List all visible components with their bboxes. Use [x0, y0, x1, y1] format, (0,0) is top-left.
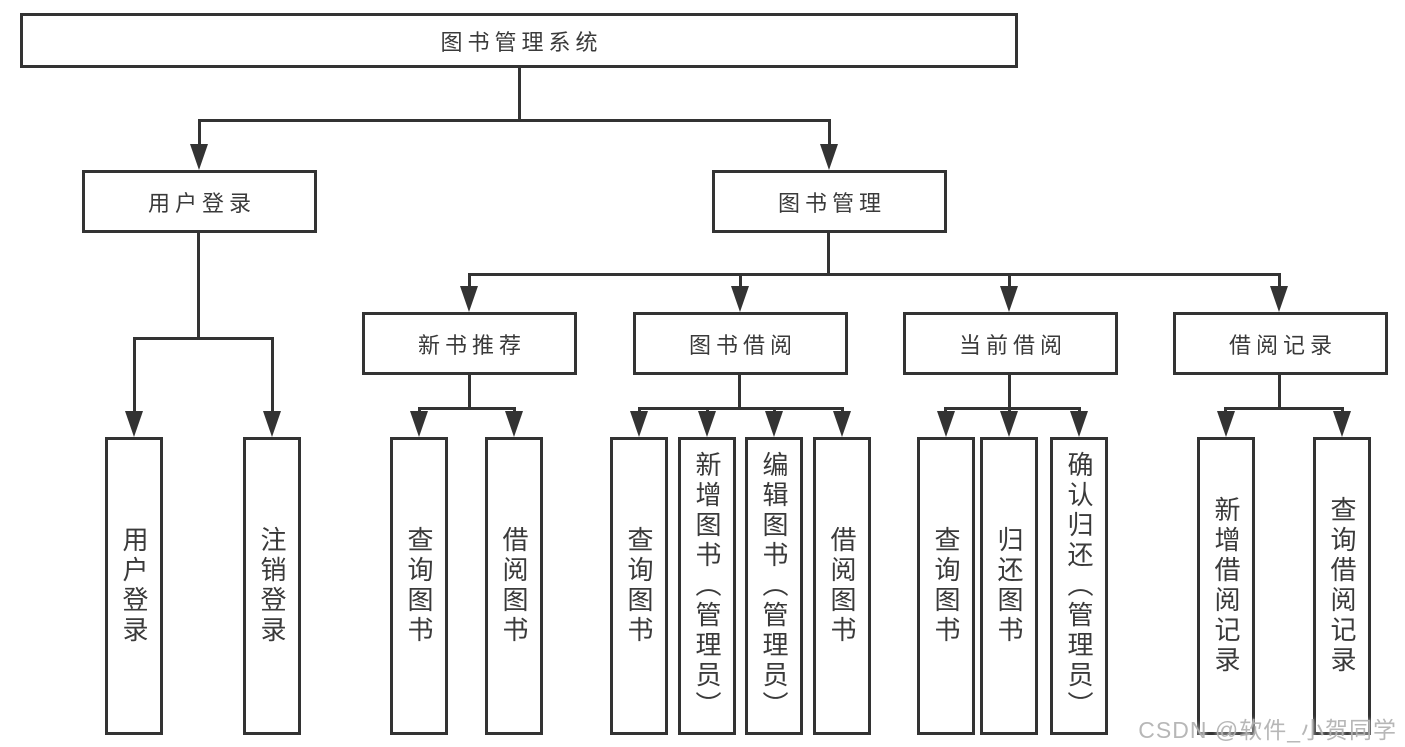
- leaf-borrow-books-2-label: 借阅图书: [827, 526, 857, 646]
- leaf-borrow-books-1: 借阅图书: [485, 437, 543, 735]
- connector-line: [518, 68, 521, 122]
- leaf-edit-book-admin-label: 编辑图书（管理员）: [759, 451, 789, 721]
- connector-line: [638, 407, 641, 413]
- node-book-management: 图书管理: [712, 170, 947, 233]
- connector-line: [418, 407, 516, 410]
- connector-line: [706, 407, 709, 413]
- connector-line: [944, 407, 947, 413]
- node-new-book-recommend: 新书推荐: [362, 312, 577, 375]
- connector-line: [1278, 273, 1281, 288]
- connector-line: [198, 119, 201, 147]
- arrowhead-down-icon: [833, 411, 851, 437]
- connector-line: [773, 407, 776, 413]
- connector-line: [513, 407, 516, 413]
- leaf-add-borrow-record: 新增借阅记录: [1197, 437, 1255, 735]
- connector-line: [638, 407, 844, 410]
- connector-line: [841, 407, 844, 413]
- leaf-query-borrow-record-label: 查询借阅记录: [1327, 496, 1357, 676]
- leaf-user-login-label: 用户登录: [119, 526, 149, 646]
- arrowhead-down-icon: [125, 411, 143, 437]
- node-book-management-label: 图书管理: [777, 190, 886, 216]
- connector-line: [1278, 375, 1281, 410]
- arrowhead-down-icon: [937, 411, 955, 437]
- connector-line: [133, 337, 136, 413]
- arrowhead-down-icon: [1000, 286, 1018, 312]
- node-user-login: 用户登录: [82, 170, 317, 233]
- node-book-borrow: 图书借阅: [633, 312, 848, 375]
- arrowhead-down-icon: [731, 286, 749, 312]
- node-new-book-recommend-label: 新书推荐: [417, 332, 526, 358]
- leaf-return-book: 归还图书: [980, 437, 1038, 735]
- node-borrow-records: 借阅记录: [1173, 312, 1388, 375]
- connector-line: [468, 375, 471, 410]
- connector-line: [418, 407, 421, 413]
- arrowhead-down-icon: [410, 411, 428, 437]
- arrowhead-down-icon: [698, 411, 716, 437]
- arrowhead-down-icon: [190, 144, 208, 170]
- leaf-query-borrow-record: 查询借阅记录: [1313, 437, 1371, 735]
- arrowhead-down-icon: [1070, 411, 1088, 437]
- connector-line: [1008, 407, 1011, 413]
- connector-line: [944, 407, 1081, 410]
- node-book-borrow-label: 图书借阅: [688, 332, 797, 358]
- connector-line: [828, 119, 831, 147]
- leaf-query-books-1-label: 查询图书: [404, 526, 434, 646]
- connector-line: [198, 119, 831, 122]
- arrowhead-down-icon: [765, 411, 783, 437]
- arrowhead-down-icon: [1333, 411, 1351, 437]
- leaf-borrow-books-1-label: 借阅图书: [499, 526, 529, 646]
- leaf-add-borrow-record-label: 新增借阅记录: [1211, 496, 1241, 676]
- connector-line: [1341, 407, 1344, 413]
- leaf-query-books-1: 查询图书: [390, 437, 448, 735]
- leaf-borrow-books-2: 借阅图书: [813, 437, 871, 735]
- arrowhead-down-icon: [1217, 411, 1235, 437]
- connector-line: [1008, 375, 1011, 410]
- leaf-add-book-admin: 新增图书（管理员）: [678, 437, 736, 735]
- connector-line: [133, 337, 274, 340]
- arrowhead-down-icon: [1000, 411, 1018, 437]
- node-user-login-label: 用户登录: [147, 190, 256, 216]
- leaf-query-books-3-label: 查询图书: [931, 526, 961, 646]
- connector-line: [1224, 407, 1227, 413]
- arrowhead-down-icon: [820, 144, 838, 170]
- arrowhead-down-icon: [460, 286, 478, 312]
- arrowhead-down-icon: [630, 411, 648, 437]
- connector-line: [1224, 407, 1344, 410]
- leaf-edit-book-admin: 编辑图书（管理员）: [745, 437, 803, 735]
- arrowhead-down-icon: [1270, 286, 1288, 312]
- node-current-borrow: 当前借阅: [903, 312, 1118, 375]
- arrowhead-down-icon: [505, 411, 523, 437]
- csdn-watermark: CSDN @软件_小贺同学: [1138, 717, 1397, 743]
- connector-line: [197, 232, 200, 340]
- connector-line: [271, 337, 274, 413]
- connector-line: [827, 233, 830, 276]
- arrowhead-down-icon: [263, 411, 281, 437]
- node-root: 图书管理系统: [20, 13, 1018, 68]
- connector-line: [1008, 273, 1011, 288]
- leaf-user-login: 用户登录: [105, 437, 163, 735]
- leaf-query-books-2-label: 查询图书: [624, 526, 654, 646]
- connector-line: [468, 273, 1281, 276]
- node-borrow-records-label: 借阅记录: [1228, 332, 1337, 358]
- node-current-borrow-label: 当前借阅: [958, 332, 1067, 358]
- connector-line: [1078, 407, 1081, 413]
- leaf-logout: 注销登录: [243, 437, 301, 735]
- leaf-logout-label: 注销登录: [257, 526, 287, 646]
- leaf-confirm-return-admin: 确认归还（管理员）: [1050, 437, 1108, 735]
- leaf-add-book-admin-label: 新增图书（管理员）: [692, 451, 722, 721]
- connector-line: [739, 273, 742, 288]
- leaf-return-book-label: 归还图书: [994, 526, 1024, 646]
- node-root-label: 图书管理系统: [440, 29, 603, 55]
- leaf-confirm-return-admin-label: 确认归还（管理员）: [1064, 451, 1094, 721]
- leaf-query-books-3: 查询图书: [917, 437, 975, 735]
- leaf-query-books-2: 查询图书: [610, 437, 668, 735]
- connector-line: [468, 273, 471, 288]
- connector-line: [738, 375, 741, 410]
